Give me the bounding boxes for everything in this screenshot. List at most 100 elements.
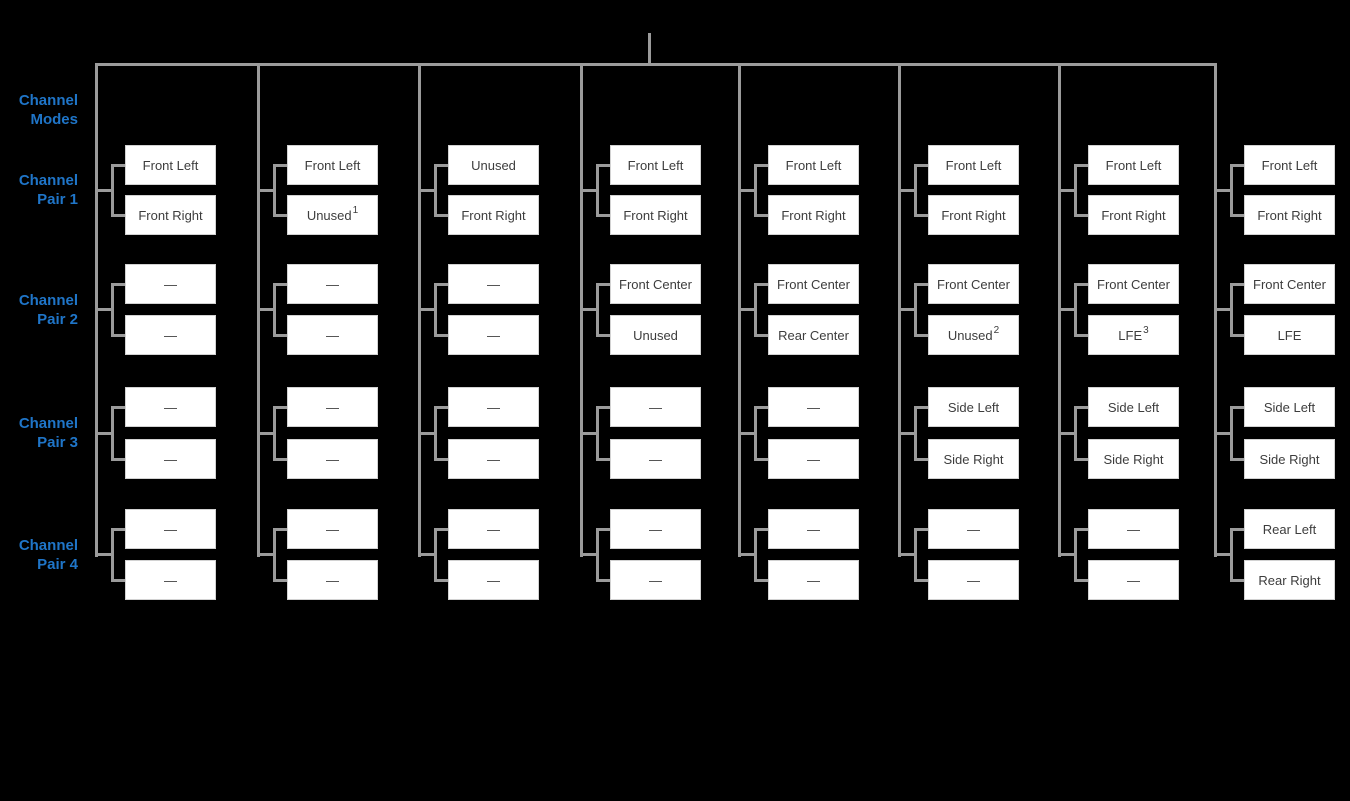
channel-box: — <box>125 509 216 549</box>
channel-box: — <box>928 560 1019 600</box>
pair-connector-line <box>580 431 599 435</box>
channel-box: — <box>610 560 701 600</box>
channel-box: Front Left <box>1244 145 1335 185</box>
row-label-line: Channel <box>18 292 78 309</box>
channel-box: — <box>768 509 859 549</box>
channel-box: Unused2 <box>928 315 1019 355</box>
pair-bracket-line <box>754 282 757 337</box>
pair-connector-line <box>738 431 757 435</box>
row-label-line: Pair 2 <box>37 311 78 328</box>
pair-bracket-line <box>754 405 757 461</box>
channel-box-label: — <box>487 521 500 537</box>
channel-box-label: — <box>164 276 177 292</box>
pair-connector-line <box>95 188 114 192</box>
channel-box: Front Center <box>768 264 859 304</box>
row-label-line: Pair 1 <box>37 191 78 208</box>
channel-box: — <box>287 387 378 427</box>
pair-connector-line <box>898 431 917 435</box>
channel-box-label: — <box>967 521 980 537</box>
box-connector-line <box>437 333 448 337</box>
channel-box: — <box>448 387 539 427</box>
pair-connector-line <box>95 431 114 435</box>
box-connector-line <box>917 282 928 286</box>
pair-connector-line <box>257 553 276 556</box>
row-label-channel-modes: Channel Modes <box>0 91 78 129</box>
pair-connector-line <box>1058 308 1077 311</box>
channel-box-label: — <box>326 451 339 467</box>
branch-rail-line <box>95 63 1217 66</box>
pair-bracket-line <box>596 282 599 337</box>
row-label-line: Channel <box>18 172 78 189</box>
channel-box-label: Front Center <box>777 276 850 292</box>
channel-box: — <box>610 439 701 479</box>
box-connector-line <box>599 163 610 167</box>
pair-bracket-line <box>1074 163 1077 217</box>
row-label-line: Channel <box>18 92 78 109</box>
channel-box: Rear Right <box>1244 560 1335 600</box>
box-connector-line <box>114 527 125 531</box>
pair-bracket-line <box>273 405 276 461</box>
pair-connector-line <box>1058 431 1077 435</box>
channel-box: Front Left <box>287 145 378 185</box>
box-connector-line <box>276 457 287 461</box>
pair-connector-line <box>257 308 276 311</box>
box-connector-line <box>114 163 125 167</box>
channel-box: — <box>287 560 378 600</box>
channel-box-label: — <box>649 572 662 588</box>
channel-box-label: Unused1 <box>306 205 359 223</box>
channel-box: — <box>448 439 539 479</box>
box-connector-line <box>1077 333 1088 337</box>
row-label-line: Channel <box>18 415 78 432</box>
channel-box: Side Left <box>1244 387 1335 427</box>
channel-box-label: — <box>649 451 662 467</box>
channel-box-label: Front Left <box>945 157 1002 173</box>
box-connector-line <box>917 213 928 217</box>
channel-box-label: — <box>487 572 500 588</box>
pair-bracket-line <box>754 163 757 217</box>
box-connector-line <box>1233 213 1244 217</box>
box-connector-line <box>114 405 125 409</box>
channel-box-label: Side Right <box>1103 451 1164 467</box>
channel-box-label: — <box>807 572 820 588</box>
box-connector-line <box>1233 163 1244 167</box>
box-connector-line <box>276 578 287 582</box>
channel-box-label: Rear Right <box>1258 572 1321 588</box>
channel-box: LFE3 <box>1088 315 1179 355</box>
channel-box-label: Front Left <box>785 157 842 173</box>
channel-box-label: Front Right <box>941 207 1006 223</box>
pair-bracket-line <box>273 163 276 217</box>
channel-box: — <box>448 315 539 355</box>
box-connector-line <box>1077 405 1088 409</box>
pair-connector-line <box>1214 308 1233 311</box>
row-label-channel-pair-4: Channel Pair 4 <box>0 536 78 574</box>
channel-box: Front Center <box>928 264 1019 304</box>
pair-bracket-line <box>1074 282 1077 337</box>
row-label-line: Pair 4 <box>37 556 78 573</box>
channel-box: — <box>125 387 216 427</box>
pair-bracket-line <box>914 163 917 217</box>
pair-bracket-line <box>914 405 917 461</box>
pair-connector-line <box>95 308 114 311</box>
box-connector-line <box>599 333 610 337</box>
channel-box: — <box>125 439 216 479</box>
channel-box-label: Side Right <box>943 451 1004 467</box>
pair-bracket-line <box>1230 163 1233 217</box>
box-connector-line <box>757 578 768 582</box>
channel-box: Side Right <box>1244 439 1335 479</box>
pair-connector-line <box>738 553 757 556</box>
pair-connector-line <box>898 188 917 192</box>
channel-box-label: — <box>487 327 500 343</box>
row-label-line: Channel <box>18 537 78 554</box>
channel-box: Unused <box>610 315 701 355</box>
channel-box-label: Front Left <box>1261 157 1318 173</box>
channel-box-label: — <box>326 276 339 292</box>
channel-box: — <box>287 264 378 304</box>
channel-box-label: — <box>326 399 339 415</box>
channel-box: Front Right <box>125 195 216 235</box>
channel-box-label: Side Right <box>1259 451 1320 467</box>
channel-box-label: Front Right <box>1101 207 1166 223</box>
box-connector-line <box>114 213 125 217</box>
box-connector-line <box>917 578 928 582</box>
pair-bracket-line <box>111 405 114 461</box>
channel-box-label: — <box>326 327 339 343</box>
